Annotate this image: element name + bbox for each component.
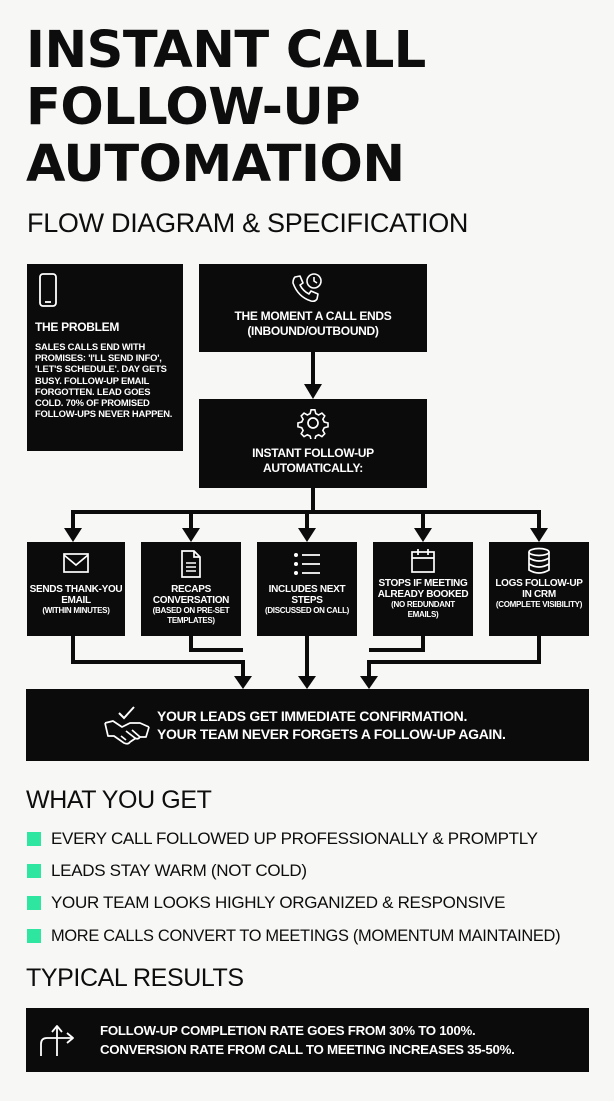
step-sublabel: (COMPLETE VISIBILITY) — [495, 600, 583, 609]
benefit-text: YOUR TEAM LOOKS HIGHLY ORGANIZED & RESPO… — [51, 893, 506, 912]
envelope-icon — [63, 553, 89, 573]
trigger-line2: (INBOUND/OUTBOUND) — [247, 324, 379, 338]
problem-box: THE PROBLEM SALES CALLS END WITH PROMISE… — [27, 264, 183, 451]
automation-line1: INSTANT FOLLOW-UP — [252, 446, 374, 460]
trigger-box: THE MOMENT A CALL ENDS (INBOUND/OUTBOUND… — [199, 264, 427, 352]
automation-box: INSTANT FOLLOW-UP AUTOMATICALLY: — [199, 399, 427, 488]
results-line1: FOLLOW-UP COMPLETION RATE GOES FROM 30% … — [100, 1023, 476, 1038]
page-title: INSTANT CALL FOLLOW-UP AUTOMATION — [26, 21, 426, 194]
benefit-text: EVERY CALL FOLLOWED UP PROFESSIONALLY & … — [51, 829, 538, 848]
handshake-icon — [104, 706, 150, 745]
step-sublabel: (BASED ON PRE-SET TEMPLATES) — [152, 606, 230, 625]
split-arrows-icon — [40, 1025, 74, 1056]
database-icon — [528, 547, 550, 574]
what-you-get-heading: WHAT YOU GET — [26, 786, 212, 814]
result-line1: YOUR LEADS GET IMMEDIATE CONFIRMATION. — [157, 708, 468, 724]
step-log-crm: LOGS FOLLOW-UP IN CRM(COMPLETE VISIBILIT… — [489, 542, 589, 636]
smartphone-icon — [39, 273, 57, 307]
document-icon — [181, 550, 201, 578]
results-box: FOLLOW-UP COMPLETION RATE GOES FROM 30% … — [26, 1008, 589, 1072]
benefit-text: MORE CALLS CONVERT TO MEETINGS (MOMENTUM… — [51, 927, 561, 945]
trigger-line1: THE MOMENT A CALL ENDS — [234, 309, 392, 323]
step-label: SENDS THANK-YOU EMAIL — [29, 584, 123, 606]
benefit-text: LEADS STAY WARM (NOT COLD) — [51, 861, 307, 880]
step-sublabel: (DISCUSSED ON CALL) — [264, 606, 350, 615]
calendar-icon — [411, 549, 435, 573]
result-box: YOUR LEADS GET IMMEDIATE CONFIRMATION. Y… — [26, 689, 589, 761]
step-sublabel: (NO REDUNDANT EMAILS) — [391, 600, 455, 619]
bullet-marker — [27, 929, 41, 943]
step-stop-if-booked: STOPS IF MEETING ALREADY BOOKED(NO REDUN… — [373, 542, 473, 636]
automation-line2: AUTOMATICALLY: — [262, 461, 363, 475]
typical-results-heading: TYPICAL RESULTS — [26, 964, 244, 992]
results-line2: CONVERSION RATE FROM CALL TO MEETING INC… — [100, 1042, 515, 1057]
bullet-marker — [27, 896, 41, 910]
step-label: STOPS IF MEETING ALREADY BOOKED — [377, 578, 469, 600]
step-label: RECAPS CONVERSATION — [152, 584, 230, 606]
result-line2: YOUR TEAM NEVER FORGETS A FOLLOW-UP AGAI… — [157, 726, 506, 742]
step-label: LOGS FOLLOW-UP IN CRM — [495, 578, 583, 600]
step-label: INCLUDES NEXT STEPS — [268, 584, 346, 606]
phone-clock-icon — [292, 273, 322, 303]
problem-text: SALES CALLS END WITH PROMISES: 'I'LL SEN… — [35, 341, 173, 420]
gear-icon — [297, 409, 329, 439]
step-next-steps: INCLUDES NEXT STEPS(DISCUSSED ON CALL) — [257, 542, 357, 636]
bullet-marker — [27, 832, 41, 846]
bullet-marker — [27, 864, 41, 878]
page-subtitle: FLOW DIAGRAM & SPECIFICATION — [27, 208, 469, 238]
step-recap: RECAPS CONVERSATION(BASED ON PRE-SET TEM… — [141, 542, 241, 636]
step-send-email: SENDS THANK-YOU EMAIL(WITHIN MINUTES) — [27, 542, 125, 636]
step-sublabel: (WITHIN MINUTES) — [42, 606, 110, 615]
list-icon — [294, 553, 320, 575]
problem-title: THE PROBLEM — [35, 320, 120, 334]
